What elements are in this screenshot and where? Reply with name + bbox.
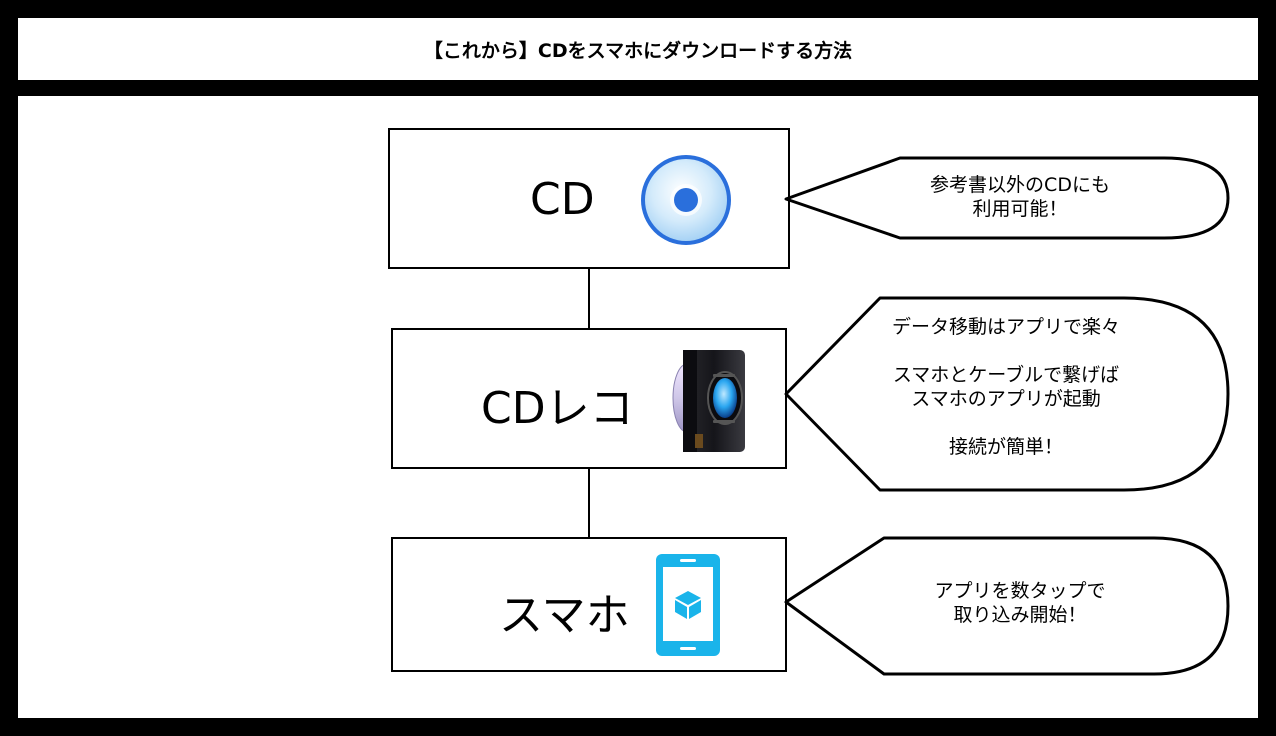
node-smartphone-label: スマホ xyxy=(499,590,630,641)
callout-smartphone-text: アプリを数タップで 取り込み開始！ xyxy=(934,580,1106,626)
flow-diagram: CD 参考書以外のCDにも 利用可能！ xyxy=(18,96,1258,718)
callout-cd: 参考書以外のCDにも 利用可能！ xyxy=(784,156,1236,240)
callout-cd-text: 参考書以外のCDにも 利用可能！ xyxy=(930,174,1110,220)
callout-cdreco-text: データ移動はアプリで楽々 スマホとケーブルで繋げば スマホのアプリが起動 接続が… xyxy=(891,316,1120,458)
connector-cdreco-to-smartphone xyxy=(588,468,590,538)
smartphone-app-icon xyxy=(655,553,721,661)
page-title: 【これから】CDをスマホにダウンロードする方法 xyxy=(18,18,1258,80)
node-cdreco-label: CDレコ xyxy=(481,383,634,434)
connector-cd-to-cdreco xyxy=(588,268,590,330)
callout-cdreco: データ移動はアプリで楽々 スマホとケーブルで繋げば スマホのアプリが起動 接続が… xyxy=(784,296,1236,492)
callout-smartphone: アプリを数タップで 取り込み開始！ xyxy=(784,536,1236,676)
cd-reco-device-icon xyxy=(665,346,761,460)
node-cd-label: CD xyxy=(530,174,595,225)
node-cd: CD xyxy=(388,128,790,269)
node-cdreco: CDレコ xyxy=(391,328,787,469)
node-smartphone: スマホ xyxy=(391,537,787,672)
cd-disc-icon xyxy=(638,152,734,252)
